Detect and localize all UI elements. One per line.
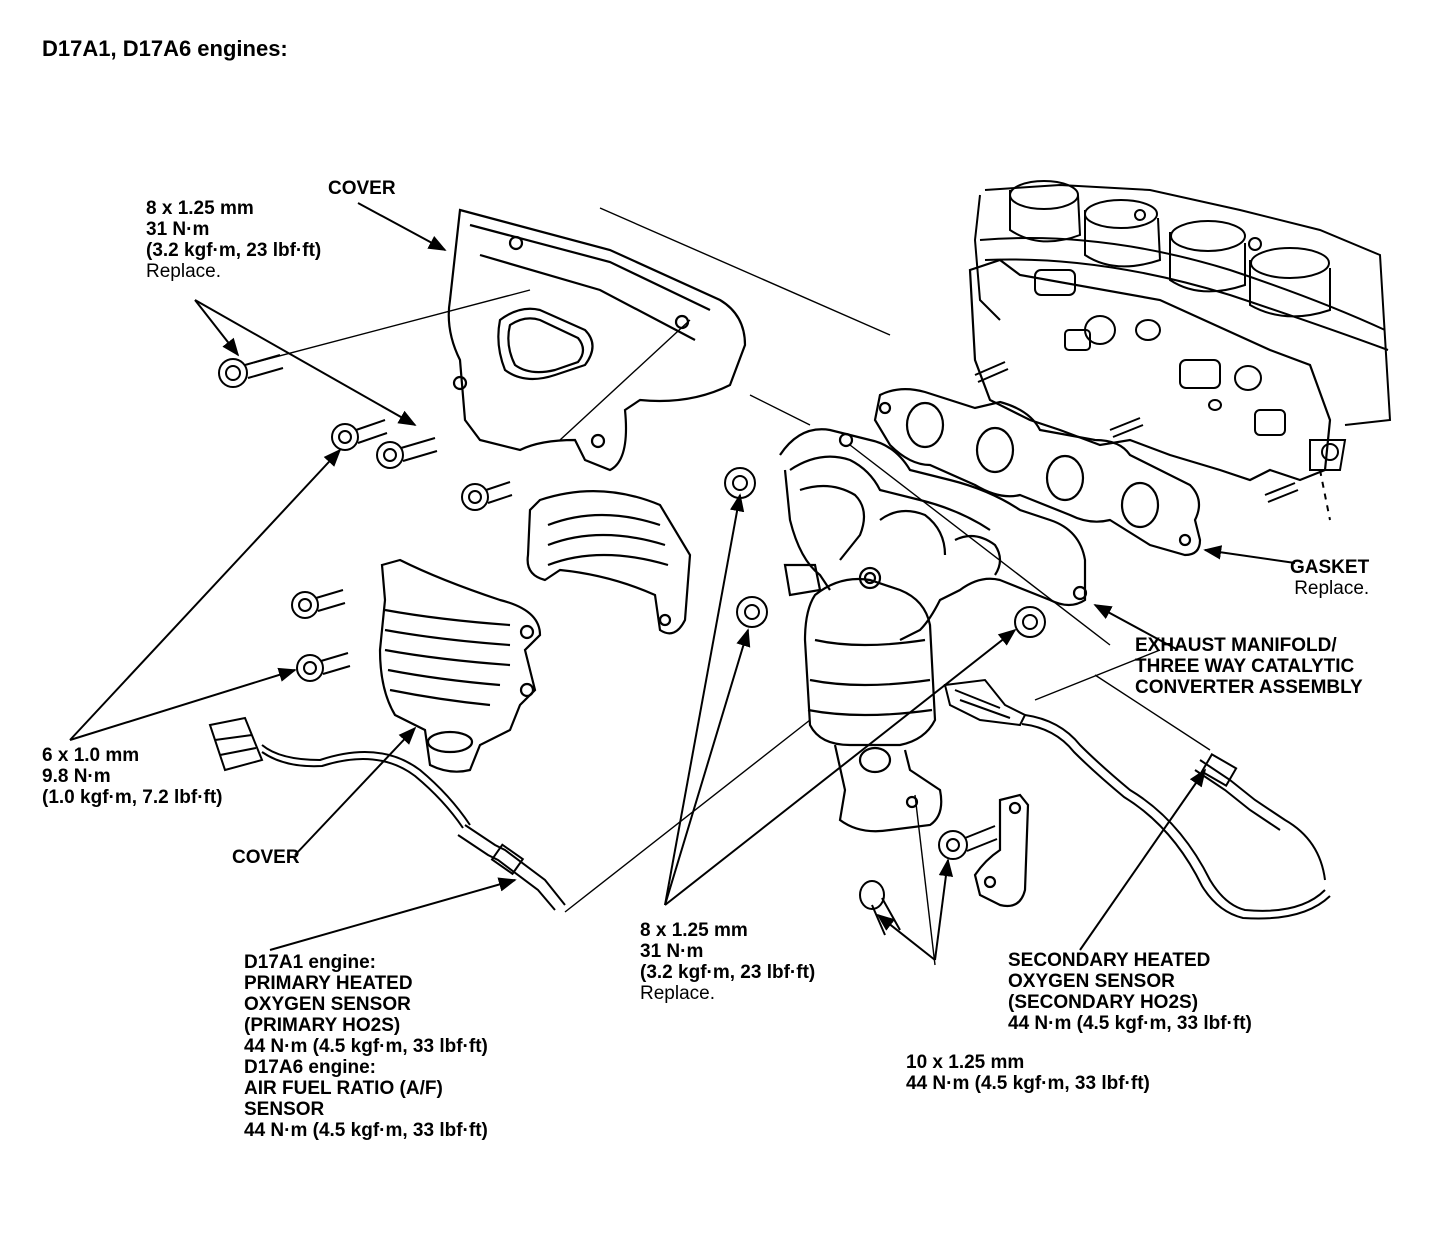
lower-cover-label: COVER <box>232 847 300 868</box>
ignition-coils <box>1009 180 1331 318</box>
bolt-bracket-1 <box>938 825 998 860</box>
small-bolt-torque: 9.8 N·m <box>42 766 111 787</box>
secondary-sensor-line1: SECONDARY HEATED <box>1008 950 1211 971</box>
secondary-sensor-spec: SECONDARY HEATED OXYGEN SENSOR (SECONDAR… <box>1008 950 1252 1034</box>
bolt-3 <box>376 437 438 469</box>
bolt-2 <box>331 419 388 451</box>
small-bolt-spec: 6 x 1.0 mm 9.8 N·m (1.0 kgf·m, 7.2 lbf·f… <box>42 745 223 808</box>
top-bolt-size: 8 x 1.25 mm <box>146 198 254 219</box>
gasket-note: Replace. <box>1294 578 1370 599</box>
gasket-name: GASKET <box>1290 557 1370 578</box>
secondary-oxygen-sensor <box>943 678 1331 920</box>
small-bolt-torque-alt: (1.0 kgf·m, 7.2 lbf·ft) <box>42 787 223 808</box>
bolt-6 <box>296 652 351 682</box>
manifold-line1: EXHAUST MANIFOLD/ <box>1135 635 1337 656</box>
secondary-sensor-line4: 44 N·m (4.5 kgf·m, 33 lbf·ft) <box>1008 1013 1252 1034</box>
bracket-bolt-size: 10 x 1.25 mm <box>906 1052 1025 1073</box>
bolts <box>218 354 998 936</box>
lower-bracket <box>973 793 1030 908</box>
manifold-line3: CONVERTER ASSEMBLY <box>1135 677 1363 698</box>
primary-sensor-line7: AIR FUEL RATIO (A/F) <box>244 1078 443 1099</box>
bolt-upper-left <box>218 354 284 388</box>
secondary-sensor-line3: (SECONDARY HO2S) <box>1008 992 1199 1013</box>
nut-spec: 8 x 1.25 mm 31 N·m (3.2 kgf·m, 23 lbf·ft… <box>640 920 815 1004</box>
page-title: D17A1, D17A6 engines: <box>42 36 288 61</box>
nut-note: Replace. <box>640 983 715 1004</box>
gasket-shape <box>873 388 1202 557</box>
upper-cover-label: COVER <box>328 178 396 199</box>
gasket-label: GASKET Replace. <box>1290 557 1369 599</box>
exhaust-manifold-assembly <box>779 428 1088 833</box>
bracket-bolt-torque: 44 N·m (4.5 kgf·m, 33 lbf·ft) <box>906 1073 1150 1094</box>
small-bolt-size: 6 x 1.0 mm <box>42 745 140 766</box>
guide-lines <box>244 207 1211 966</box>
engine-cylinder-head <box>968 180 1392 521</box>
nut-torque-alt: (3.2 kgf·m, 23 lbf·ft) <box>640 962 816 983</box>
top-bolt-torque-alt: (3.2 kgf·m, 23 lbf·ft) <box>146 240 322 261</box>
leader-arrows <box>69 202 1296 961</box>
top-bolt-spec: 8 x 1.25 mm 31 N·m (3.2 kgf·m, 23 lbf·ft… <box>146 198 321 282</box>
engine-head-flange <box>968 258 1332 482</box>
bracket-bolt-spec: 10 x 1.25 mm 44 N·m (4.5 kgf·m, 33 lbf·f… <box>906 1052 1150 1094</box>
primary-sensor-line8: SENSOR <box>244 1099 325 1120</box>
primary-sensor-spec: D17A1 engine: PRIMARY HEATED OXYGEN SENS… <box>244 952 488 1141</box>
manifold-nuts <box>724 467 1046 638</box>
ring-heat-shield <box>526 490 692 635</box>
primary-sensor-line5: 44 N·m (4.5 kgf·m, 33 lbf·ft) <box>244 1036 488 1057</box>
primary-sensor-line3: OXYGEN SENSOR <box>244 994 411 1015</box>
primary-sensor-line1: D17A1 engine: <box>244 952 376 973</box>
bolt-5 <box>291 589 346 619</box>
manifold-label: EXHAUST MANIFOLD/ THREE WAY CATALYTIC CO… <box>1135 635 1363 698</box>
secondary-sensor-line2: OXYGEN SENSOR <box>1008 971 1175 992</box>
upper-heat-shield <box>447 208 747 472</box>
primary-sensor-line9: 44 N·m (4.5 kgf·m, 33 lbf·ft) <box>244 1120 488 1141</box>
primary-sensor-line4: (PRIMARY HO2S) <box>244 1015 401 1036</box>
nut-torque: 31 N·m <box>640 941 704 962</box>
primary-oxygen-sensor <box>208 716 566 911</box>
primary-sensor-line2: PRIMARY HEATED <box>244 973 413 994</box>
top-bolt-torque: 31 N·m <box>146 219 210 240</box>
bolt-4 <box>461 481 513 511</box>
manifold-line2: THREE WAY CATALYTIC <box>1135 656 1355 677</box>
primary-sensor-line6: D17A6 engine: <box>244 1057 376 1078</box>
nut-size: 8 x 1.25 mm <box>640 920 748 941</box>
top-bolt-note: Replace. <box>146 261 221 282</box>
head-studs <box>974 361 1299 503</box>
lower-heat-shield <box>378 558 542 773</box>
